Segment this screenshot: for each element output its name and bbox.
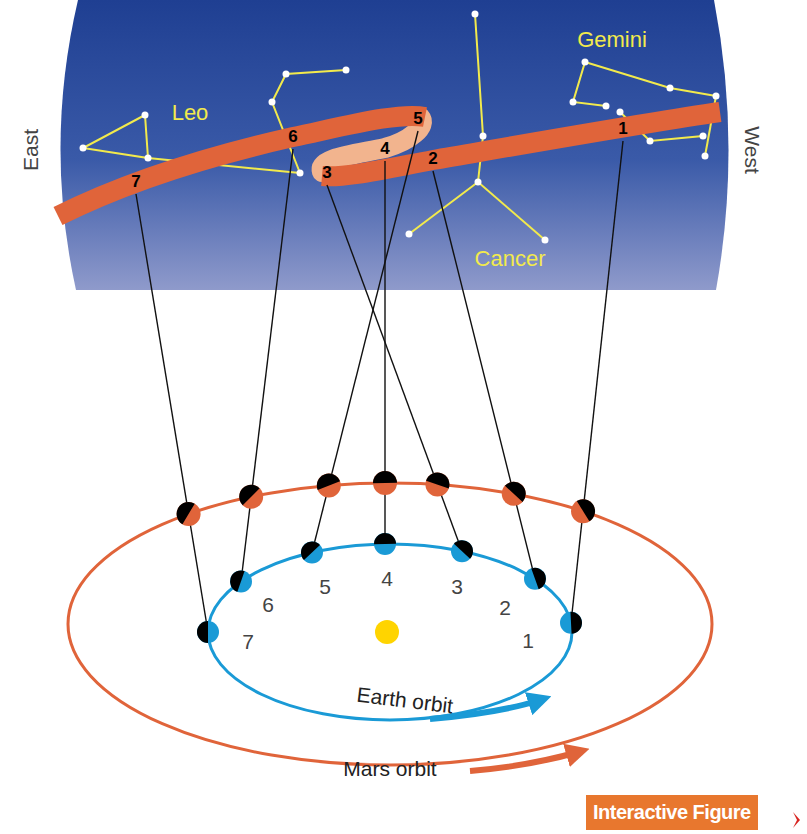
planet-dot xyxy=(317,474,341,498)
position-number: 2 xyxy=(499,597,511,618)
constellation-name: Leo xyxy=(172,102,209,124)
planet-dot xyxy=(197,621,219,643)
constellation-name: Cancer xyxy=(475,248,546,270)
earth-orbit xyxy=(208,544,572,720)
sun xyxy=(375,620,399,644)
position-number: 4 xyxy=(380,140,389,157)
planet-dot xyxy=(571,499,595,523)
star-dots xyxy=(80,11,720,244)
position-number: 5 xyxy=(413,110,422,127)
position-number: 2 xyxy=(428,150,437,167)
planet-dot xyxy=(177,502,201,526)
direction-label: East xyxy=(20,129,41,171)
planet-dot xyxy=(451,540,473,562)
position-number: 7 xyxy=(131,173,140,190)
figure-badge: Interactive Figure xyxy=(586,795,758,830)
planet-dot xyxy=(374,533,396,555)
constellation-name: Gemini xyxy=(577,29,647,51)
planet-dot xyxy=(502,482,526,506)
sight-lines xyxy=(136,131,623,632)
badge-text: Interactive Figure xyxy=(593,801,751,824)
mars-orbit xyxy=(68,483,712,765)
planet-dot xyxy=(425,473,449,497)
position-number: 1 xyxy=(522,630,534,651)
orbit-name: Mars orbit xyxy=(343,758,436,779)
planet-dot xyxy=(230,570,252,592)
mars-orbit-arrow xyxy=(470,752,578,771)
position-number: 4 xyxy=(381,568,393,589)
orbit-name: Earth orbit xyxy=(356,684,455,717)
planet-dot xyxy=(301,541,323,563)
position-number: 3 xyxy=(322,164,331,181)
position-number: 1 xyxy=(618,120,627,137)
position-number: 3 xyxy=(451,576,463,597)
position-number: 5 xyxy=(319,576,331,597)
position-number: 6 xyxy=(262,594,274,615)
position-number: 7 xyxy=(242,631,254,652)
pointer-tick xyxy=(793,812,800,828)
planet-dot xyxy=(373,471,397,495)
mars-path-band xyxy=(58,116,425,216)
planet-dot xyxy=(524,568,546,590)
planet-dot xyxy=(239,485,263,509)
planet-dot xyxy=(560,612,582,634)
planet-dots xyxy=(177,471,595,643)
direction-label: West xyxy=(742,126,763,173)
sky-panel xyxy=(60,0,728,290)
position-number: 6 xyxy=(288,128,297,145)
